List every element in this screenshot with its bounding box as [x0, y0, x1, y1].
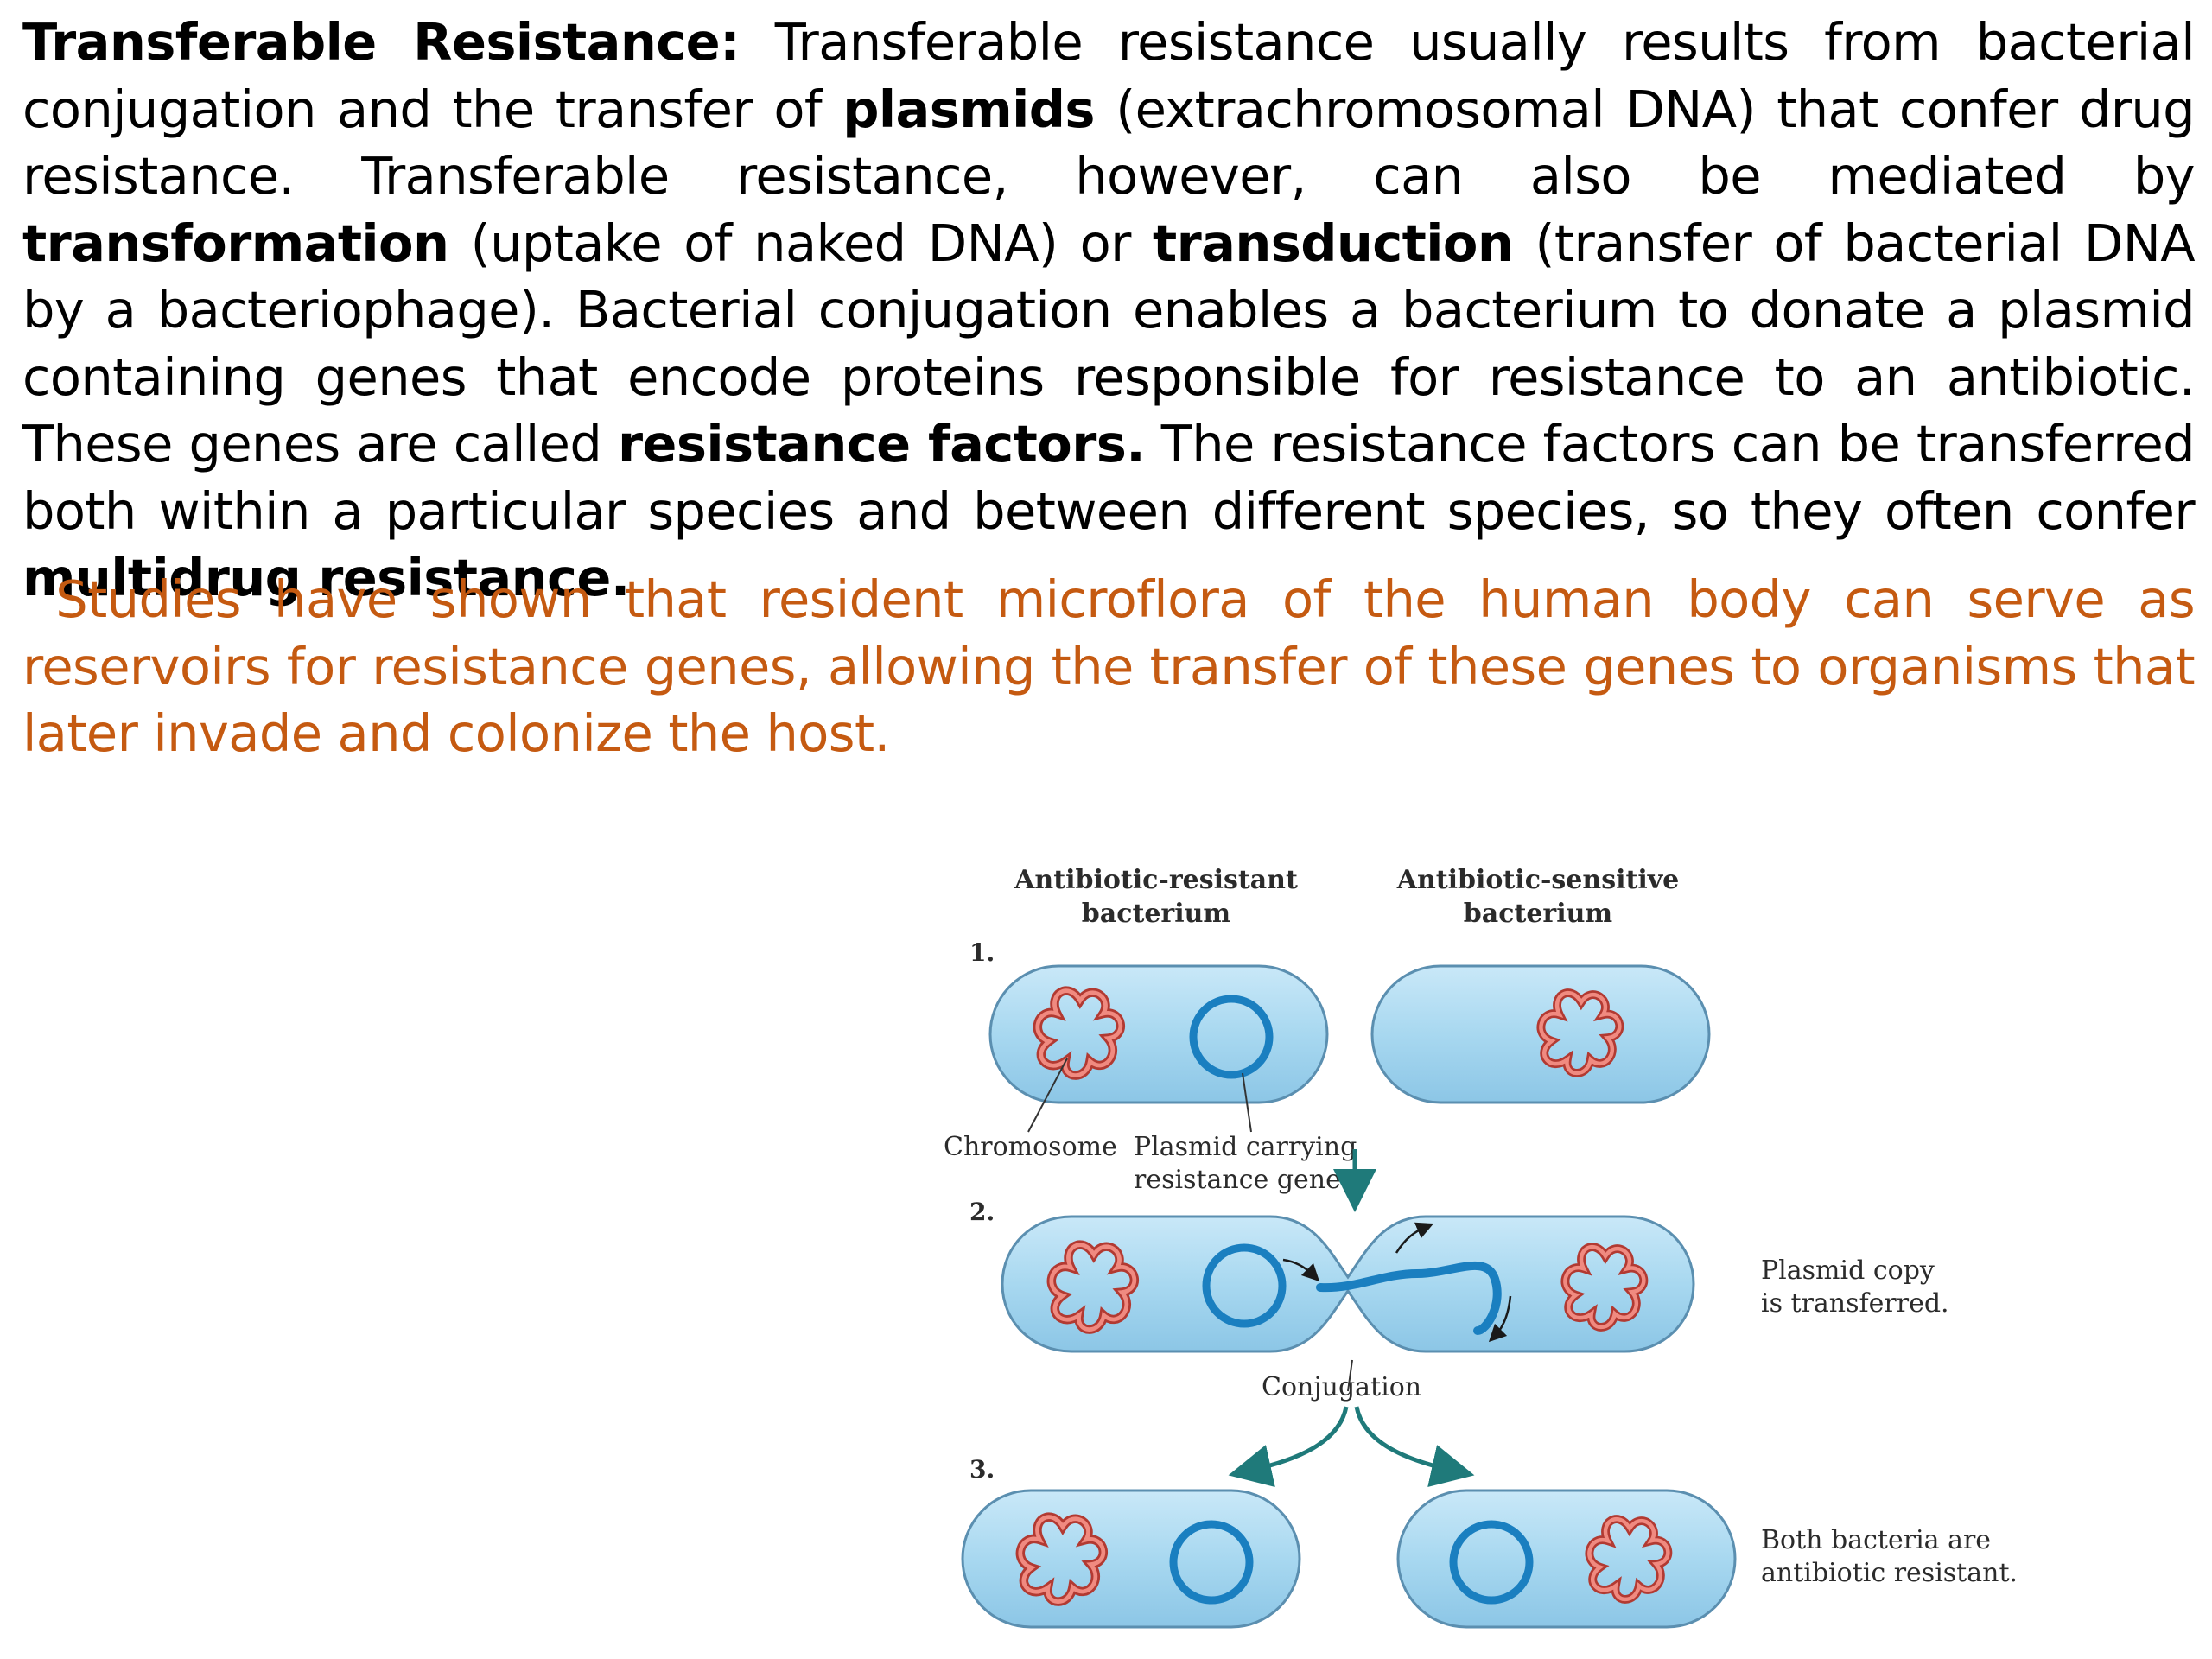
text-segment: Transferable resistance usually results …	[22, 12, 2196, 139]
label-both-resistant-line1: Both bacteria are	[1761, 1525, 1991, 1555]
microflora-text: Studies have shown that resident microfl…	[22, 569, 2196, 763]
text-segment: (extrachromosomal DNA) that confer drug …	[22, 79, 2196, 207]
text-segment: (transfer of bacterial DNA by a bacterio…	[22, 213, 2196, 474]
label-both-resistant-line2: antibiotic resistant.	[1761, 1558, 2018, 1588]
transfer-arrow-small	[1282, 1258, 1320, 1282]
conjugating-bacteria-step2	[1001, 1215, 1695, 1353]
paragraph-transferable-resistance: Transferable Resistance: Transferable re…	[22, 9, 2196, 612]
resistant-bacterium-step1	[988, 964, 1329, 1104]
term-transformation: transformation	[22, 213, 449, 273]
text-segment: The resistance factors can be transferre…	[22, 414, 2196, 541]
term-resistance-factors: resistance factors.	[617, 414, 1146, 474]
resistant-bacterium-step3-right	[1396, 1489, 1737, 1629]
transfer-arrow-small	[1395, 1222, 1434, 1254]
plasmid-icon	[1169, 1520, 1254, 1605]
diverge-arrow-left	[1228, 1406, 1349, 1487]
header-sensitive-line1: Antibiotic-sensitive	[1396, 865, 1680, 895]
transfer-arrow-small	[1488, 1295, 1512, 1343]
term-transduction: transduction	[1153, 213, 1514, 273]
term-multidrug-resistance: multidrug resistance.	[22, 548, 630, 607]
plasmid-icon	[1202, 1243, 1287, 1328]
conjugation-diagram: Antibiotic-resistant bacterium Antibioti…	[944, 865, 2018, 1629]
label-chromosome: Chromosome	[944, 1132, 1117, 1162]
paragraph-microflora: Studies have shown that resident microfl…	[22, 566, 2196, 767]
step-1-number: 1.	[969, 938, 995, 967]
diverge-arrow-right	[1354, 1406, 1475, 1487]
label-plasmid-copy-line2: is transferred.	[1761, 1288, 1949, 1319]
paragraph-title: Transferable Resistance:	[22, 12, 741, 72]
plasmid-icon	[1449, 1520, 1534, 1605]
term-plasmids: plasmids	[842, 79, 1095, 139]
resistant-bacterium-step3-left	[961, 1489, 1301, 1629]
step-3-number: 3.	[969, 1455, 995, 1484]
transferring-plasmid-strand	[1316, 1261, 1502, 1335]
label-plasmid-line2: resistance genes	[1134, 1165, 1354, 1195]
plasmid-icon	[1189, 995, 1274, 1079]
label-plasmid-copy-line1: Plasmid copy	[1761, 1255, 1935, 1286]
label-conjugation: Conjugation	[1262, 1372, 1421, 1402]
header-resistant-line2: bacterium	[1082, 899, 1231, 929]
label-plasmid-line1: Plasmid carrying	[1134, 1132, 1357, 1162]
header-sensitive-line2: bacterium	[1464, 899, 1613, 929]
sensitive-bacterium-step1	[1370, 964, 1711, 1104]
step-2-number: 2.	[969, 1198, 995, 1226]
header-resistant-line1: Antibiotic-resistant	[1014, 865, 1298, 895]
text-segment: (uptake of naked DNA) or	[448, 213, 1154, 273]
